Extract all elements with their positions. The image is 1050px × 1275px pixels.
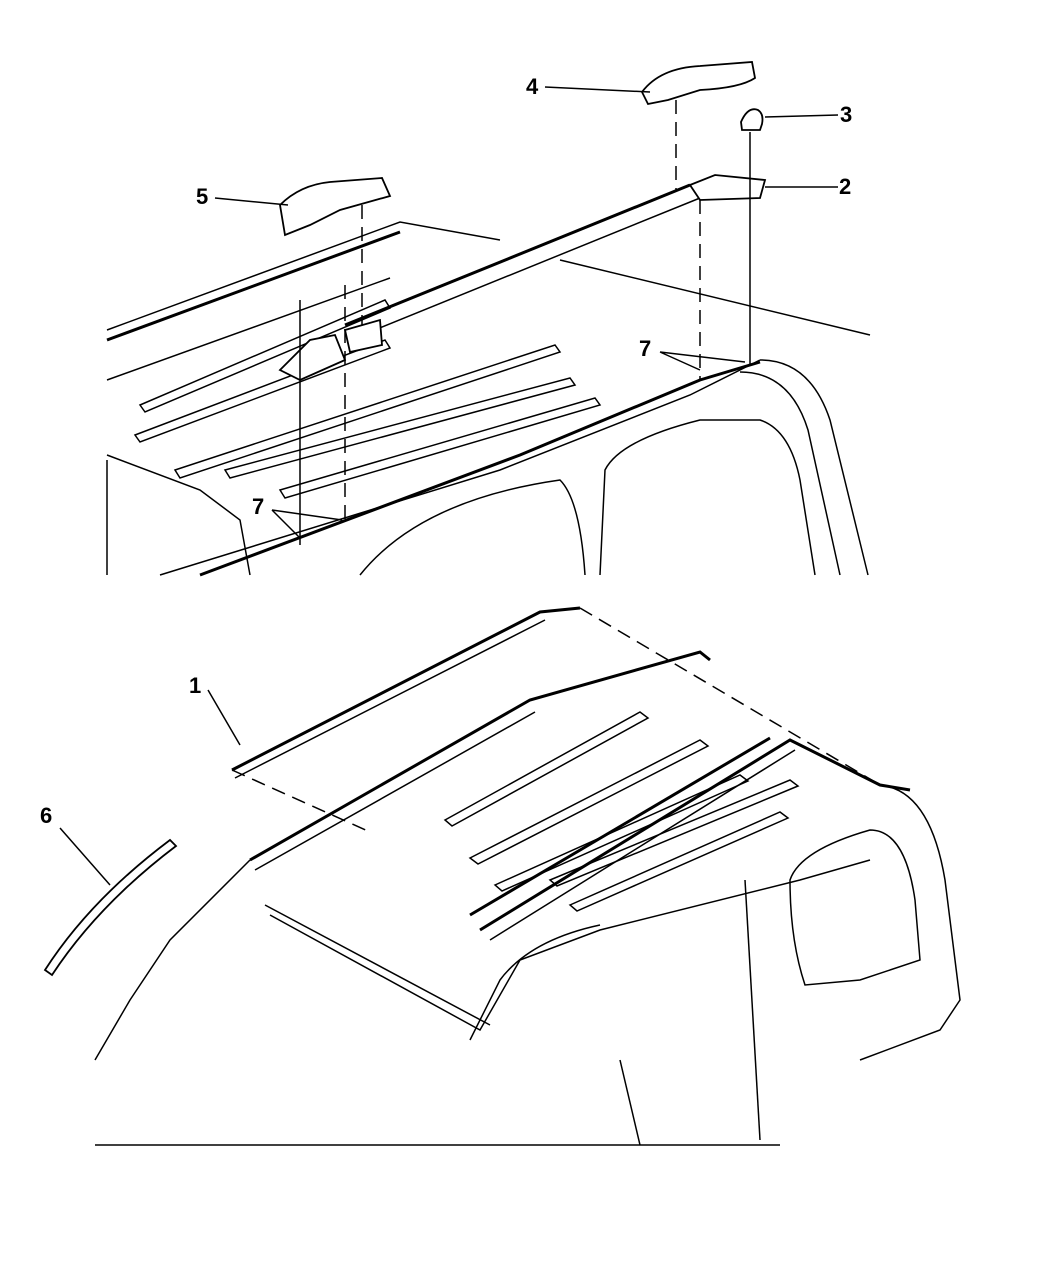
callout-1: 1 [189,673,202,698]
part-4-cover [640,61,756,106]
callout-2: 2 [839,174,852,199]
callout-3: 3 [840,102,853,127]
callout-5: 5 [196,184,209,209]
callout-7-lower: 7 [252,494,265,519]
part-6-molding [43,838,178,977]
lower-body-view [94,606,961,1146]
callout-6: 6 [40,803,53,828]
callout-4: 4 [526,74,539,99]
part-5-cover [279,177,392,237]
callout-7-upper: 7 [639,336,652,361]
part-3-nut [740,108,764,131]
upper-roof-view [106,174,871,577]
